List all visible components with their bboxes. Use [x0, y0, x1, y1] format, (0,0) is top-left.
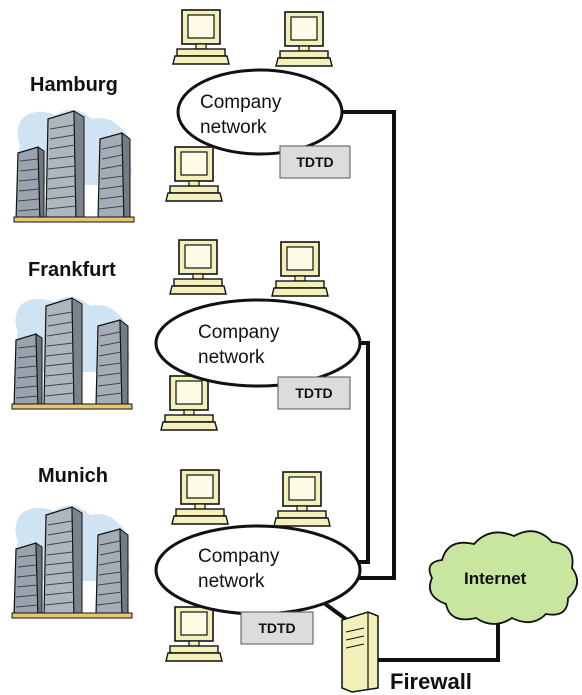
- network-label-frankfurt-line1: Company: [198, 322, 280, 343]
- computer-icon: [160, 375, 218, 431]
- computer-icon: [171, 469, 229, 525]
- company-network-ellipse-frankfurt: [154, 298, 362, 388]
- tdtd-box-frankfurt: [277, 376, 351, 410]
- tdtd-box-hamburg: [279, 145, 351, 179]
- city-label-munich: Munich: [38, 465, 108, 487]
- buildings-hamburg: [13, 109, 135, 223]
- firewall-internet-line: [378, 618, 500, 662]
- computer-icon: [165, 146, 223, 202]
- computer-icon: [273, 471, 331, 527]
- computer-icon: [165, 606, 223, 662]
- frankfurt-link-line: [336, 341, 370, 564]
- firewall-server-icon: [341, 611, 379, 693]
- computer-icon: [172, 9, 230, 65]
- hamburg-link-line: [336, 110, 396, 580]
- network-label-hamburg-line2: network: [200, 117, 267, 138]
- computer-icon: [271, 241, 329, 297]
- computer-icon: [169, 239, 227, 295]
- company-network-ellipse-munich: [154, 524, 362, 616]
- buildings-munich: [11, 505, 133, 619]
- tdtd-box-munich: [240, 611, 314, 645]
- network-label-frankfurt-line2: network: [198, 347, 265, 368]
- city-label-hamburg: Hamburg: [30, 74, 118, 96]
- internet-cloud: [428, 530, 578, 625]
- buildings-frankfurt: [11, 296, 133, 410]
- tdtd-label-hamburg: TDTD: [296, 154, 333, 170]
- tdtd-label-munich: TDTD: [258, 620, 295, 636]
- network-label-munich-line1: Company: [198, 546, 280, 567]
- network-label-munich-line2: network: [198, 571, 265, 592]
- city-label-frankfurt: Frankfurt: [28, 259, 116, 281]
- tdtd-label-frankfurt: TDTD: [295, 385, 332, 401]
- network-label-hamburg-line1: Company: [200, 92, 282, 113]
- company-network-ellipse-hamburg: [176, 68, 344, 156]
- computer-icon: [275, 11, 333, 67]
- firewall-label: Firewall: [390, 669, 472, 694]
- internet-label: Internet: [464, 569, 527, 588]
